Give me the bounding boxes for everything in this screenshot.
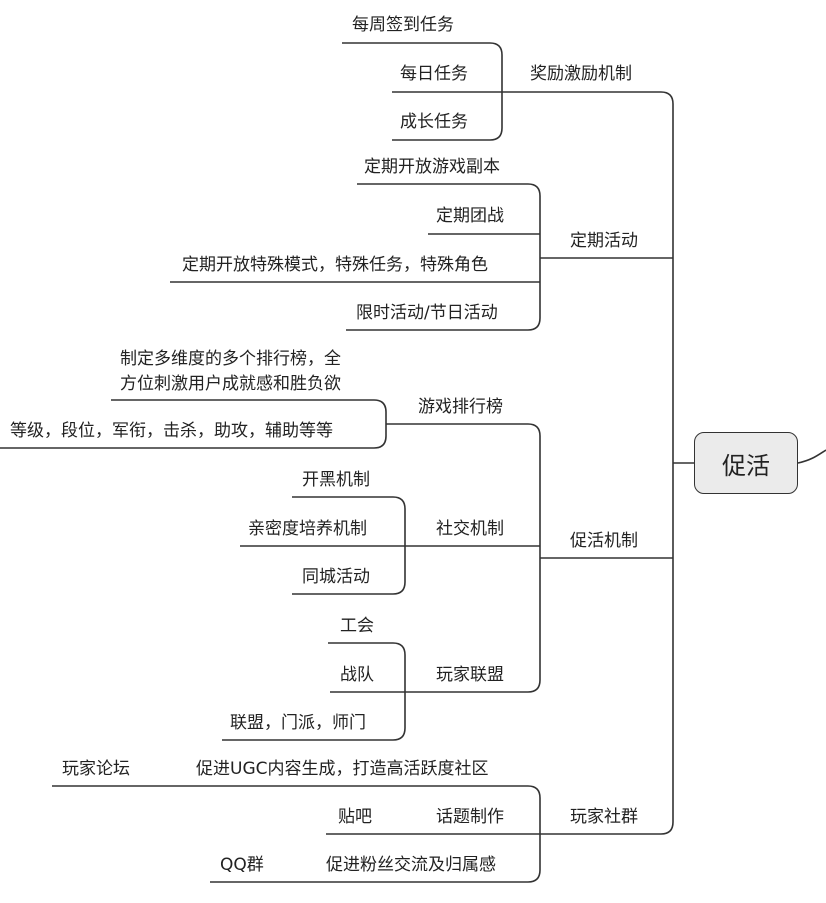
node-qq-group[interactable]: QQ群 xyxy=(220,855,264,875)
node-ranking-detail[interactable]: 等级，段位，军衔，击杀，助攻，辅助等等 xyxy=(10,421,333,441)
node-scheduled[interactable]: 定期活动 xyxy=(570,231,638,251)
node-mechanism[interactable]: 促活机制 xyxy=(570,531,638,551)
node-special-mode[interactable]: 定期开放特殊模式，特殊任务，特殊角色 xyxy=(182,255,488,275)
node-local-event[interactable]: 同城活动 xyxy=(302,567,370,587)
node-topic[interactable]: 话题制作 xyxy=(436,807,504,827)
root-node[interactable]: 促活 xyxy=(694,432,798,494)
node-forum[interactable]: 玩家论坛 xyxy=(62,759,130,779)
node-limited-event[interactable]: 限时活动/节日活动 xyxy=(356,303,498,323)
node-weekly-signin[interactable]: 每周签到任务 xyxy=(352,15,454,35)
node-duo-play[interactable]: 开黑机制 xyxy=(302,470,370,490)
node-guild[interactable]: 工会 xyxy=(340,616,374,636)
node-team-battle[interactable]: 定期团战 xyxy=(436,206,504,226)
node-social[interactable]: 社交机制 xyxy=(436,519,504,539)
node-ranking[interactable]: 游戏排行榜 xyxy=(418,397,503,417)
node-ranking-desc-1[interactable]: 制定多维度的多个排行榜，全 xyxy=(120,349,341,369)
node-community[interactable]: 玩家社群 xyxy=(570,807,638,827)
node-ugc[interactable]: 促进UGC内容生成，打造高活跃度社区 xyxy=(196,759,489,779)
root-label: 促活 xyxy=(722,451,770,480)
node-fans[interactable]: 促进粉丝交流及归属感 xyxy=(326,855,496,875)
node-daily-task[interactable]: 每日任务 xyxy=(400,64,468,84)
node-intimacy[interactable]: 亲密度培养机制 xyxy=(248,519,367,539)
node-growth-task[interactable]: 成长任务 xyxy=(400,112,468,132)
trunk-line xyxy=(660,91,674,835)
node-tieba[interactable]: 贴吧 xyxy=(338,807,372,827)
root-right-stub xyxy=(797,449,826,464)
node-team[interactable]: 战队 xyxy=(340,665,374,685)
node-ranking-desc-2[interactable]: 方位刺激用户成就感和胜负欲 xyxy=(120,374,341,394)
node-alliance[interactable]: 玩家联盟 xyxy=(436,665,504,685)
node-union[interactable]: 联盟，门派，师门 xyxy=(230,713,366,733)
node-incentive[interactable]: 奖励激励机制 xyxy=(530,64,632,84)
node-dungeon[interactable]: 定期开放游戏副本 xyxy=(364,157,500,177)
